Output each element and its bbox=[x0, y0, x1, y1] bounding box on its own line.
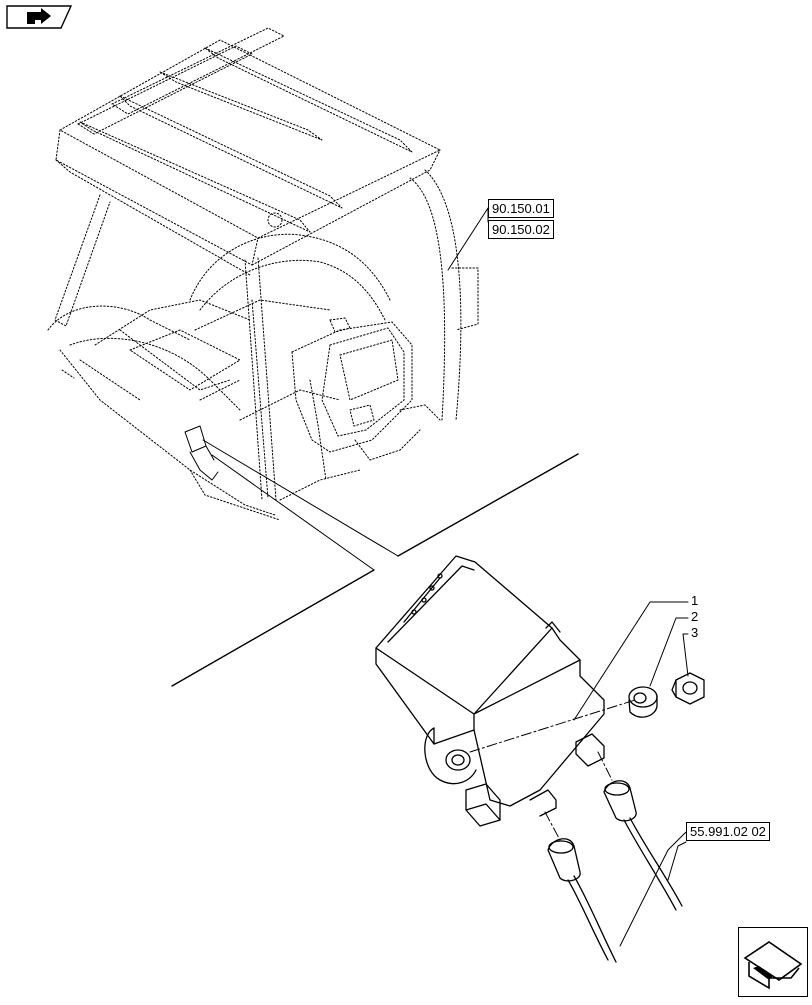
callout-3: 3 bbox=[691, 625, 699, 640]
cab-module-location bbox=[184, 425, 219, 481]
callout-leaders bbox=[447, 207, 689, 947]
detail-leader-lines bbox=[202, 439, 399, 571]
callout-2: 2 bbox=[691, 609, 699, 624]
assembly-centre-line bbox=[469, 699, 636, 753]
connector-centre-line-1 bbox=[544, 811, 561, 841]
controller-unit bbox=[375, 555, 605, 827]
section-break-lines bbox=[171, 453, 579, 687]
reference-90-150-01[interactable]: 90.150.01 bbox=[488, 199, 554, 218]
connector-centre-line-2 bbox=[597, 751, 613, 781]
callout-1: 1 bbox=[691, 593, 699, 608]
back-arrow-icon[interactable] bbox=[5, 4, 73, 30]
cab-frame bbox=[47, 27, 479, 521]
next-arrow-icon[interactable] bbox=[738, 927, 808, 997]
reference-55-991-02-02[interactable]: 55.991.02 02 bbox=[686, 822, 770, 841]
reference-90-150-02[interactable]: 90.150.02 bbox=[488, 220, 554, 239]
nut bbox=[671, 672, 705, 705]
harness-plug-left bbox=[547, 838, 617, 963]
harness-plug-right bbox=[603, 780, 683, 911]
washer bbox=[628, 686, 658, 718]
